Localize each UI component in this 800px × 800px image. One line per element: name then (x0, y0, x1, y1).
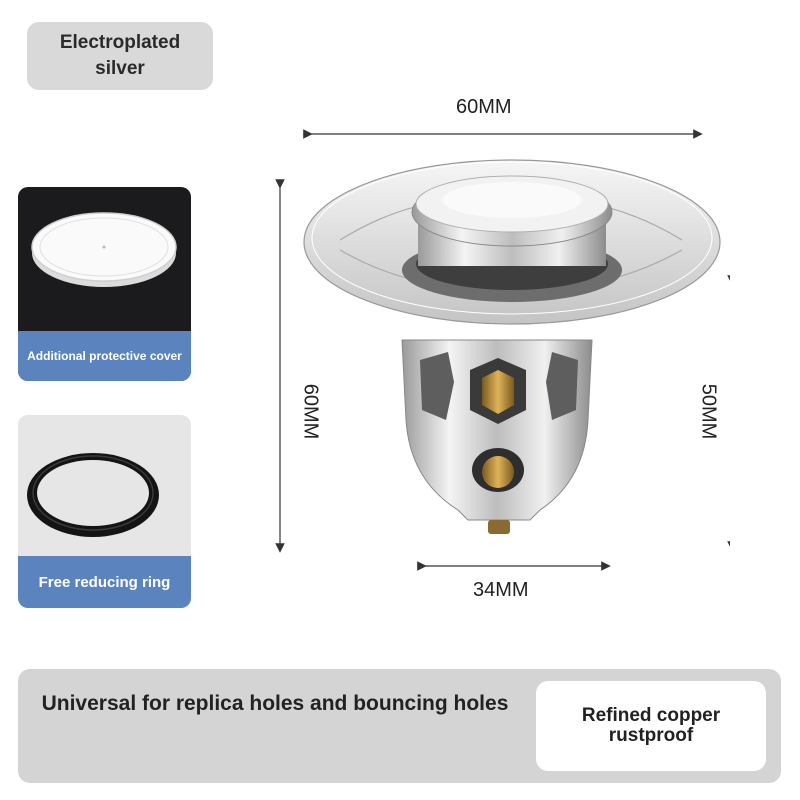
feature-copper-box: Refined copper rustproof (536, 681, 766, 771)
badge-text: Electroplated silver (59, 32, 181, 79)
electroplated-badge: Electroplated silver (27, 22, 213, 90)
protective-cover-card: Additional protective cover (18, 187, 191, 381)
feature-universal: Universal for replica holes and bouncing… (41, 692, 509, 715)
dimension-bottom: 34MM (473, 579, 529, 601)
rubber-ring-icon (27, 453, 159, 537)
drain-plug-illustration (275, 129, 730, 571)
dimension-left: 60MM (299, 383, 322, 440)
feature-copper-text: Refined copper rustproof (581, 705, 721, 746)
dimension-right: 50MM (697, 383, 720, 440)
reducing-ring-card: Free reducing ring (18, 415, 191, 608)
protective-cover-icon (31, 212, 177, 287)
reducing-ring-label: Free reducing ring (18, 556, 191, 608)
protective-cover-label: Additional protective cover (18, 331, 191, 381)
dimension-top: 60MM (456, 96, 512, 118)
